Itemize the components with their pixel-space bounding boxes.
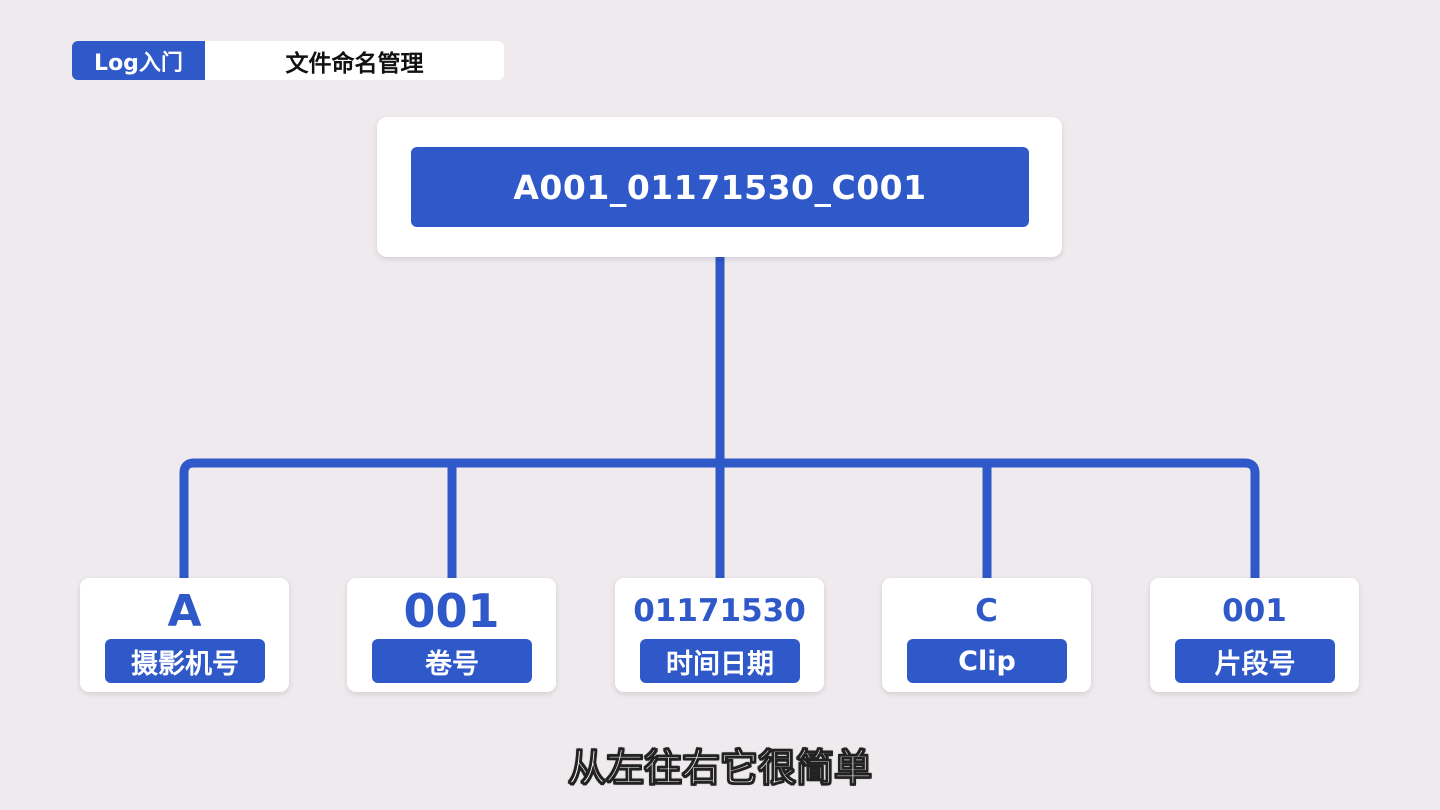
node-label: 卷号 — [372, 639, 532, 683]
node-clip: C Clip — [882, 578, 1091, 692]
page-title: 文件命名管理 — [205, 41, 504, 80]
node-time-date: 01171530 时间日期 — [615, 578, 824, 692]
section-badge: Log入门 — [72, 41, 205, 80]
node-segment-number: 001 片段号 — [1150, 578, 1359, 692]
node-reel-number: 001 卷号 — [347, 578, 556, 692]
node-camera-id: A 摄影机号 — [80, 578, 289, 692]
node-value: C — [975, 593, 998, 629]
root-node-card: A001_01171530_C001 — [377, 117, 1062, 257]
node-value: 001 — [1222, 593, 1287, 629]
node-label: 片段号 — [1175, 639, 1335, 683]
root-filename-label: A001_01171530_C001 — [411, 147, 1029, 227]
node-value: 001 — [403, 584, 500, 638]
node-label: Clip — [907, 639, 1067, 683]
node-value: A — [167, 585, 202, 637]
node-label: 时间日期 — [640, 639, 800, 683]
video-subtitle: 从左往右它很简单 — [567, 746, 872, 791]
node-value: 01171530 — [633, 593, 806, 629]
node-label: 摄影机号 — [105, 639, 265, 683]
